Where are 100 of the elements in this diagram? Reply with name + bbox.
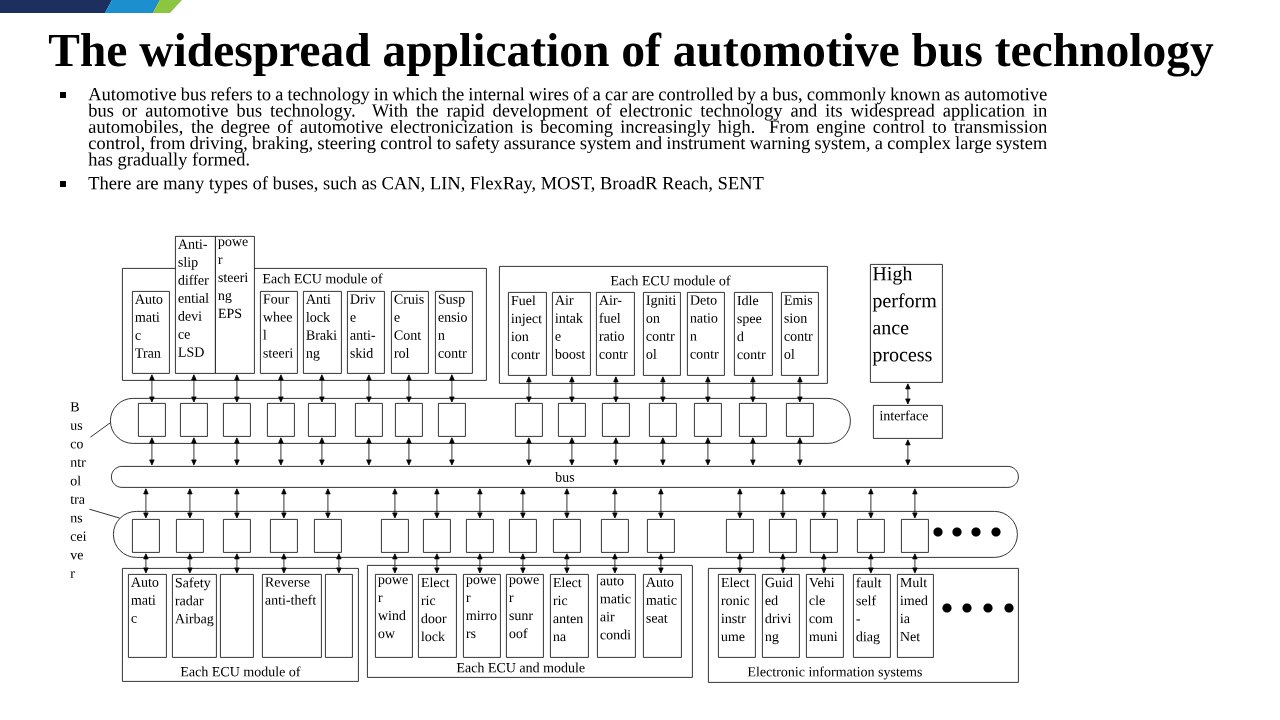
arrow	[336, 553, 342, 574]
arrow	[234, 553, 240, 574]
transceiver-box	[810, 519, 838, 553]
processor-box: High perform ance process	[870, 264, 943, 383]
arrow	[449, 437, 455, 466]
arrow	[569, 437, 575, 466]
transceiver-box	[901, 519, 929, 553]
transceiver-box	[769, 519, 797, 553]
arrow	[750, 437, 756, 466]
arrow	[612, 488, 618, 519]
transceiver-box	[857, 519, 885, 553]
transceiver-box	[270, 519, 298, 553]
arrow	[905, 383, 911, 405]
arrow	[449, 374, 455, 403]
module-box: Auto matic seat	[643, 574, 682, 658]
module-box: Igniti on contr ol	[643, 292, 681, 376]
transceiver-box	[438, 403, 466, 437]
arrow	[780, 488, 786, 519]
transceiver-box	[223, 403, 251, 437]
arrow	[564, 488, 570, 519]
module-box: powe r steeri ng EPS	[215, 236, 255, 374]
arrow	[234, 374, 240, 403]
arrow	[613, 376, 619, 403]
arrow	[737, 553, 743, 574]
leader-line	[89, 508, 121, 519]
transceiver-box	[381, 519, 409, 553]
arrow	[187, 553, 193, 574]
module-box: Deto natio n contr	[687, 292, 725, 376]
arrow	[406, 374, 412, 403]
arrow	[319, 374, 325, 403]
transceiver-box	[466, 519, 494, 553]
bullet-text: Automotive bus refers to a technology in which the internal wires of a car are controlled by a bus, commonly known as automotive bus or automotive bus technology. With the rapid development of electronic technology and its widespread application in automobiles, the degree of automotive electronicization is becoming increasingly high. From engine control to transmission control, from driving, braking, steering control to safety assurance system and instrument warning system, a complex large system has gradually formed.	[88, 87, 1048, 170]
arrow	[750, 376, 756, 403]
arrow	[520, 488, 526, 519]
module-box: Susp ensio n contr	[435, 291, 473, 374]
arrow	[366, 437, 372, 466]
arrow	[187, 488, 193, 519]
arrow	[234, 488, 240, 519]
leader-line	[90, 422, 111, 438]
arrow	[143, 553, 149, 574]
transceiver-box	[223, 519, 251, 553]
module-box: Safety radar Airbag	[172, 574, 217, 658]
arrow	[797, 437, 803, 466]
module-box	[325, 574, 353, 658]
transceiver-box	[395, 403, 423, 437]
arrow	[613, 437, 619, 466]
arrow	[564, 553, 570, 574]
transceiver-box	[509, 519, 537, 553]
module-box: Air intak e boost	[552, 292, 591, 376]
arrow	[821, 553, 827, 574]
arrow	[191, 437, 197, 466]
module-box: Emis sion contr ol	[781, 292, 819, 376]
bullet-text: There are many types of buses, such as CAN, LIN, FlexRay, MOST, BroadR Reach, SENT	[88, 176, 764, 194]
interface-box: interface	[873, 405, 943, 439]
transceiver-box	[694, 403, 722, 437]
module-box: Guid ed drivi ng	[762, 574, 800, 658]
arrow	[526, 437, 532, 466]
module-box: auto matic air condi	[597, 574, 636, 658]
arrow	[569, 376, 575, 403]
module-box: Anti lock Braki ng	[303, 291, 342, 374]
arrow	[325, 488, 331, 519]
arrow	[281, 553, 287, 574]
side-label: B us co ntr ol tra ns cei ve r	[70, 402, 87, 578]
transceiver-box	[132, 519, 160, 553]
module-box: Cruis e Cont rol	[391, 291, 429, 374]
arrow	[612, 553, 618, 574]
arrow	[434, 488, 440, 519]
arrow	[281, 488, 287, 519]
arrow	[705, 437, 711, 466]
arrow	[868, 488, 874, 519]
arrow	[143, 488, 149, 519]
module-box: Mult imed ia Net	[897, 574, 934, 658]
arrow	[191, 374, 197, 403]
transceiver-box	[180, 403, 208, 437]
module-box: Elect ric door lock	[418, 574, 457, 658]
arrow	[660, 437, 666, 466]
arrow	[477, 553, 483, 574]
module-box: Elect ric anten na	[550, 574, 589, 658]
module-box: Air- fuel ratio contr	[596, 292, 635, 376]
module-box: Driv e anti- skid	[347, 291, 385, 374]
module-box: powe r mirro rs	[463, 574, 501, 658]
arrow	[905, 439, 911, 466]
transceiver-box	[267, 403, 295, 437]
module-box: fault self - diag	[853, 574, 891, 658]
arrow	[821, 488, 827, 519]
arrow	[658, 488, 664, 519]
transceiver-box	[558, 403, 586, 437]
arrow	[319, 437, 325, 466]
transceiver-box	[138, 403, 166, 437]
transceiver-box	[602, 403, 630, 437]
module-box: Auto mati c	[128, 574, 167, 658]
transceiver-box	[355, 403, 383, 437]
arrow	[780, 553, 786, 574]
arrow	[737, 488, 743, 519]
transceiver-box	[176, 519, 204, 553]
arrow	[278, 374, 284, 403]
transceiver-box	[423, 519, 451, 553]
module-box: Fuel inject ion contr	[508, 292, 547, 376]
transceiver-box	[739, 403, 767, 437]
transceiver-box	[726, 519, 754, 553]
